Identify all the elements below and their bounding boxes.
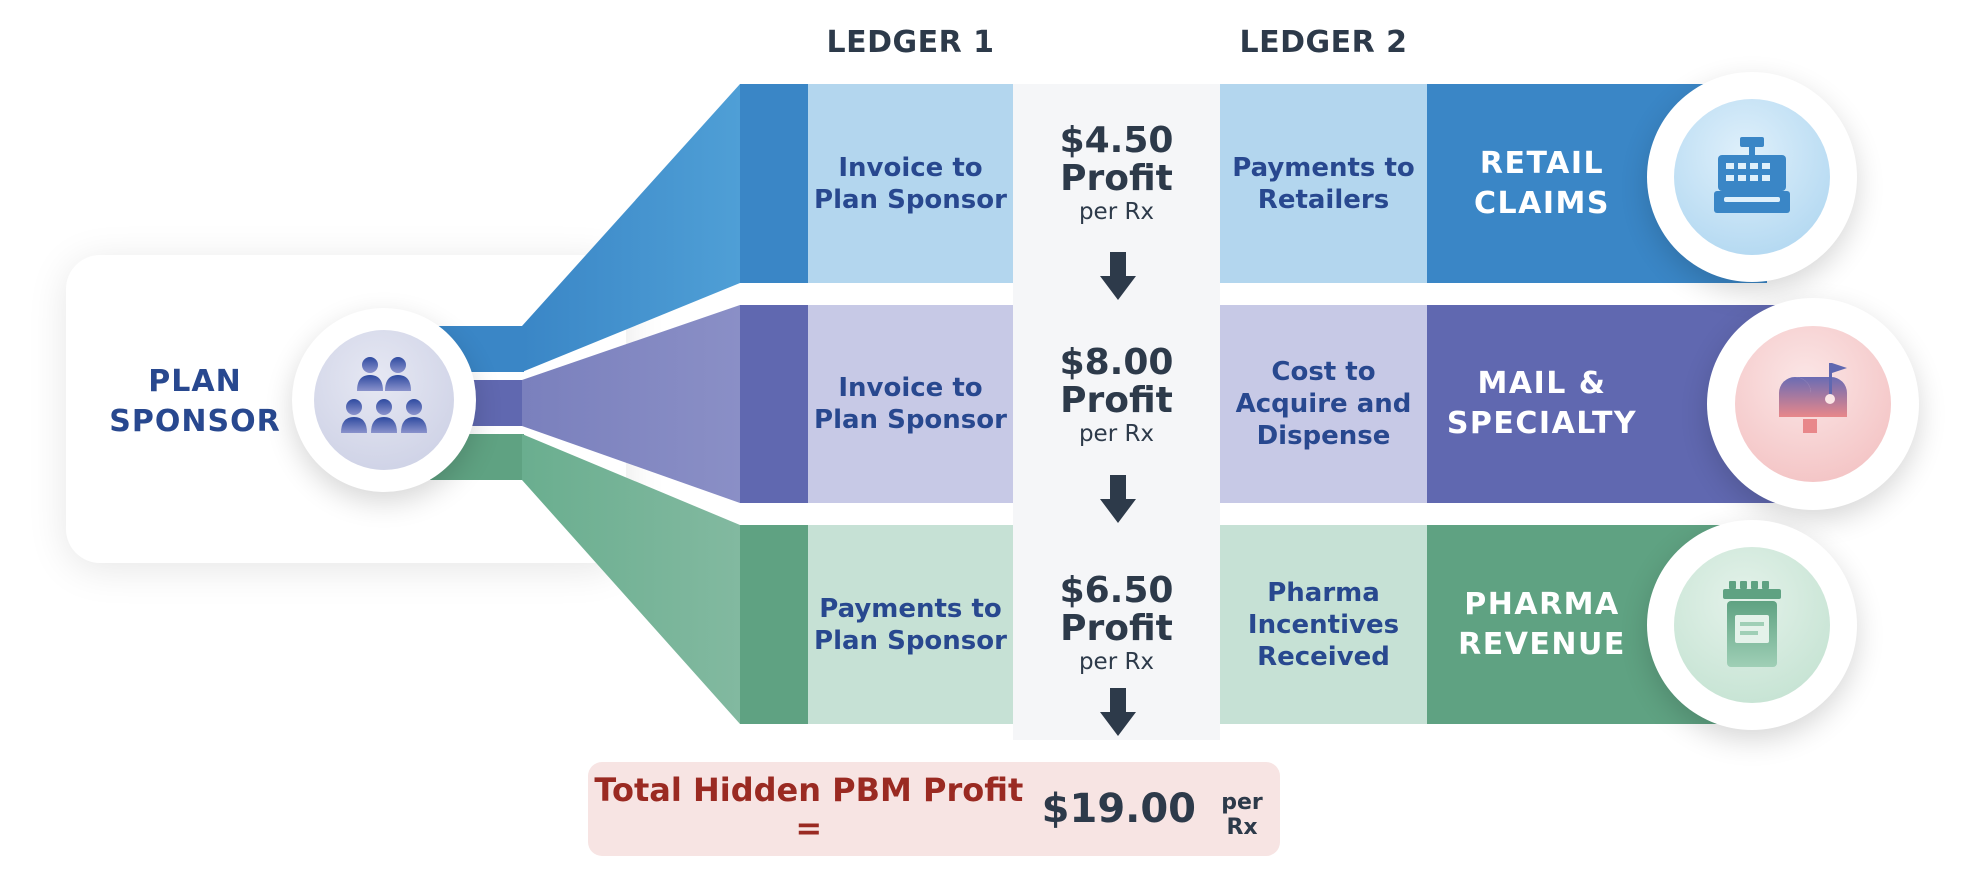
cash-register-icon xyxy=(1674,99,1830,255)
ledger1-text-retail: Invoice to Plan Sponsor xyxy=(808,84,1013,283)
category-label-pharma: PHARMA REVENUE xyxy=(1427,525,1657,724)
profit-mail: $8.00 Profit per Rx xyxy=(1013,336,1220,456)
profit-label: Profit xyxy=(1060,158,1173,199)
ledger1-header: LEDGER 1 xyxy=(826,24,995,60)
total-amount: $19.00 xyxy=(1041,786,1197,832)
plan-sponsor-label-line1: PLAN xyxy=(148,364,242,399)
down-arrow-icon xyxy=(1100,252,1136,300)
ledger1-line: Plan Sponsor xyxy=(814,405,1007,435)
profit-amount: $4.50 xyxy=(1059,120,1174,161)
ledger1-line: Payments to xyxy=(819,593,1002,624)
pill-bottle-icon xyxy=(1674,547,1830,703)
ledger1-text-pharma: Payments to Plan Sponsor xyxy=(808,525,1013,724)
ledger2-text-pharma: Pharma Incentives Received xyxy=(1220,525,1427,724)
row-strip-pharma xyxy=(740,525,808,724)
profit-amount: $8.00 xyxy=(1059,342,1174,383)
ledger1-cell-pharma xyxy=(808,525,1013,724)
ledger2-cell-pharma xyxy=(1220,525,1427,724)
pharma-circle xyxy=(1647,520,1857,730)
profit-amount: $6.50 xyxy=(1059,570,1174,611)
category-line: MAIL & xyxy=(1477,366,1607,401)
ledger2-cell-mail xyxy=(1220,305,1427,503)
plan-sponsor-label: PLAN SPONSOR xyxy=(100,362,290,442)
category-line: CLAIMS xyxy=(1474,185,1610,221)
ledger2-line: Retailers xyxy=(1257,184,1390,215)
total-per: per Rx xyxy=(1221,790,1263,840)
ledger2-line: Pharma xyxy=(1267,577,1380,608)
profit-per: per Rx xyxy=(1078,649,1155,675)
plan-sponsor-circle xyxy=(292,308,476,492)
profit-retail: $4.50 Profit per Rx xyxy=(1013,114,1220,234)
category-line: PHARMA xyxy=(1464,586,1620,622)
category-label-mail: MAIL & SPECIALTY xyxy=(1427,305,1657,503)
down-arrow-icon xyxy=(1100,475,1136,523)
row-strip-mail xyxy=(740,305,808,503)
ledger1-line: Plan Sponsor xyxy=(814,184,1007,215)
total-hidden-profit-box: Total Hidden PBM Profit = $19.00 per Rx xyxy=(588,762,1280,856)
people-group-icon xyxy=(314,330,454,470)
category-line: RETAIL xyxy=(1479,145,1605,181)
plan-sponsor-label-line2: SPONSOR xyxy=(109,404,281,439)
category-label-retail: RETAIL CLAIMS xyxy=(1427,84,1657,283)
mailbox-icon xyxy=(1735,326,1891,482)
mail-circle xyxy=(1707,298,1919,510)
profit-pharma: $6.50 Profit per Rx xyxy=(1013,564,1220,684)
funnel-retail xyxy=(522,84,740,372)
ledger2-text-mail: Cost to Acquire and Dispense xyxy=(1220,305,1427,503)
ledger2-line: Payments to xyxy=(1232,152,1415,183)
funnel-mail xyxy=(522,305,740,503)
ledger2-text-retail: Payments to Retailers xyxy=(1220,84,1427,283)
profit-per: per Rx xyxy=(1078,421,1155,447)
row-strip-retail xyxy=(740,84,808,283)
ledger2-line: Dispense xyxy=(1256,421,1391,451)
category-line: REVENUE xyxy=(1458,626,1626,662)
down-arrow-icon xyxy=(1100,688,1136,736)
profit-per: per Rx xyxy=(1078,199,1155,225)
ledger1-text-mail: Invoice to Plan Sponsor xyxy=(808,305,1013,503)
category-line: SPECIALTY xyxy=(1446,406,1638,441)
ledger2-line: Acquire and xyxy=(1235,389,1412,419)
funnel-pharma xyxy=(522,434,740,724)
profit-label: Profit xyxy=(1060,608,1173,649)
ledger2-line: Received xyxy=(1257,641,1390,672)
ledger2-line: Incentives xyxy=(1247,609,1400,640)
retail-circle xyxy=(1647,72,1857,282)
profit-label: Profit xyxy=(1060,380,1173,421)
ledger2-line: Cost to xyxy=(1271,357,1376,387)
ledger1-line: Invoice to xyxy=(838,373,983,403)
profit-column xyxy=(1013,84,1220,740)
ledger2-cell-retail xyxy=(1220,84,1427,283)
ledger1-line: Invoice to xyxy=(838,152,983,183)
ledger2-header: LEDGER 2 xyxy=(1239,24,1408,60)
ledger1-line: Plan Sponsor xyxy=(814,625,1007,656)
total-label: Total Hidden PBM Profit = xyxy=(594,771,1024,847)
ledger1-cell-mail xyxy=(808,305,1013,503)
ledger1-cell-retail xyxy=(808,84,1013,283)
